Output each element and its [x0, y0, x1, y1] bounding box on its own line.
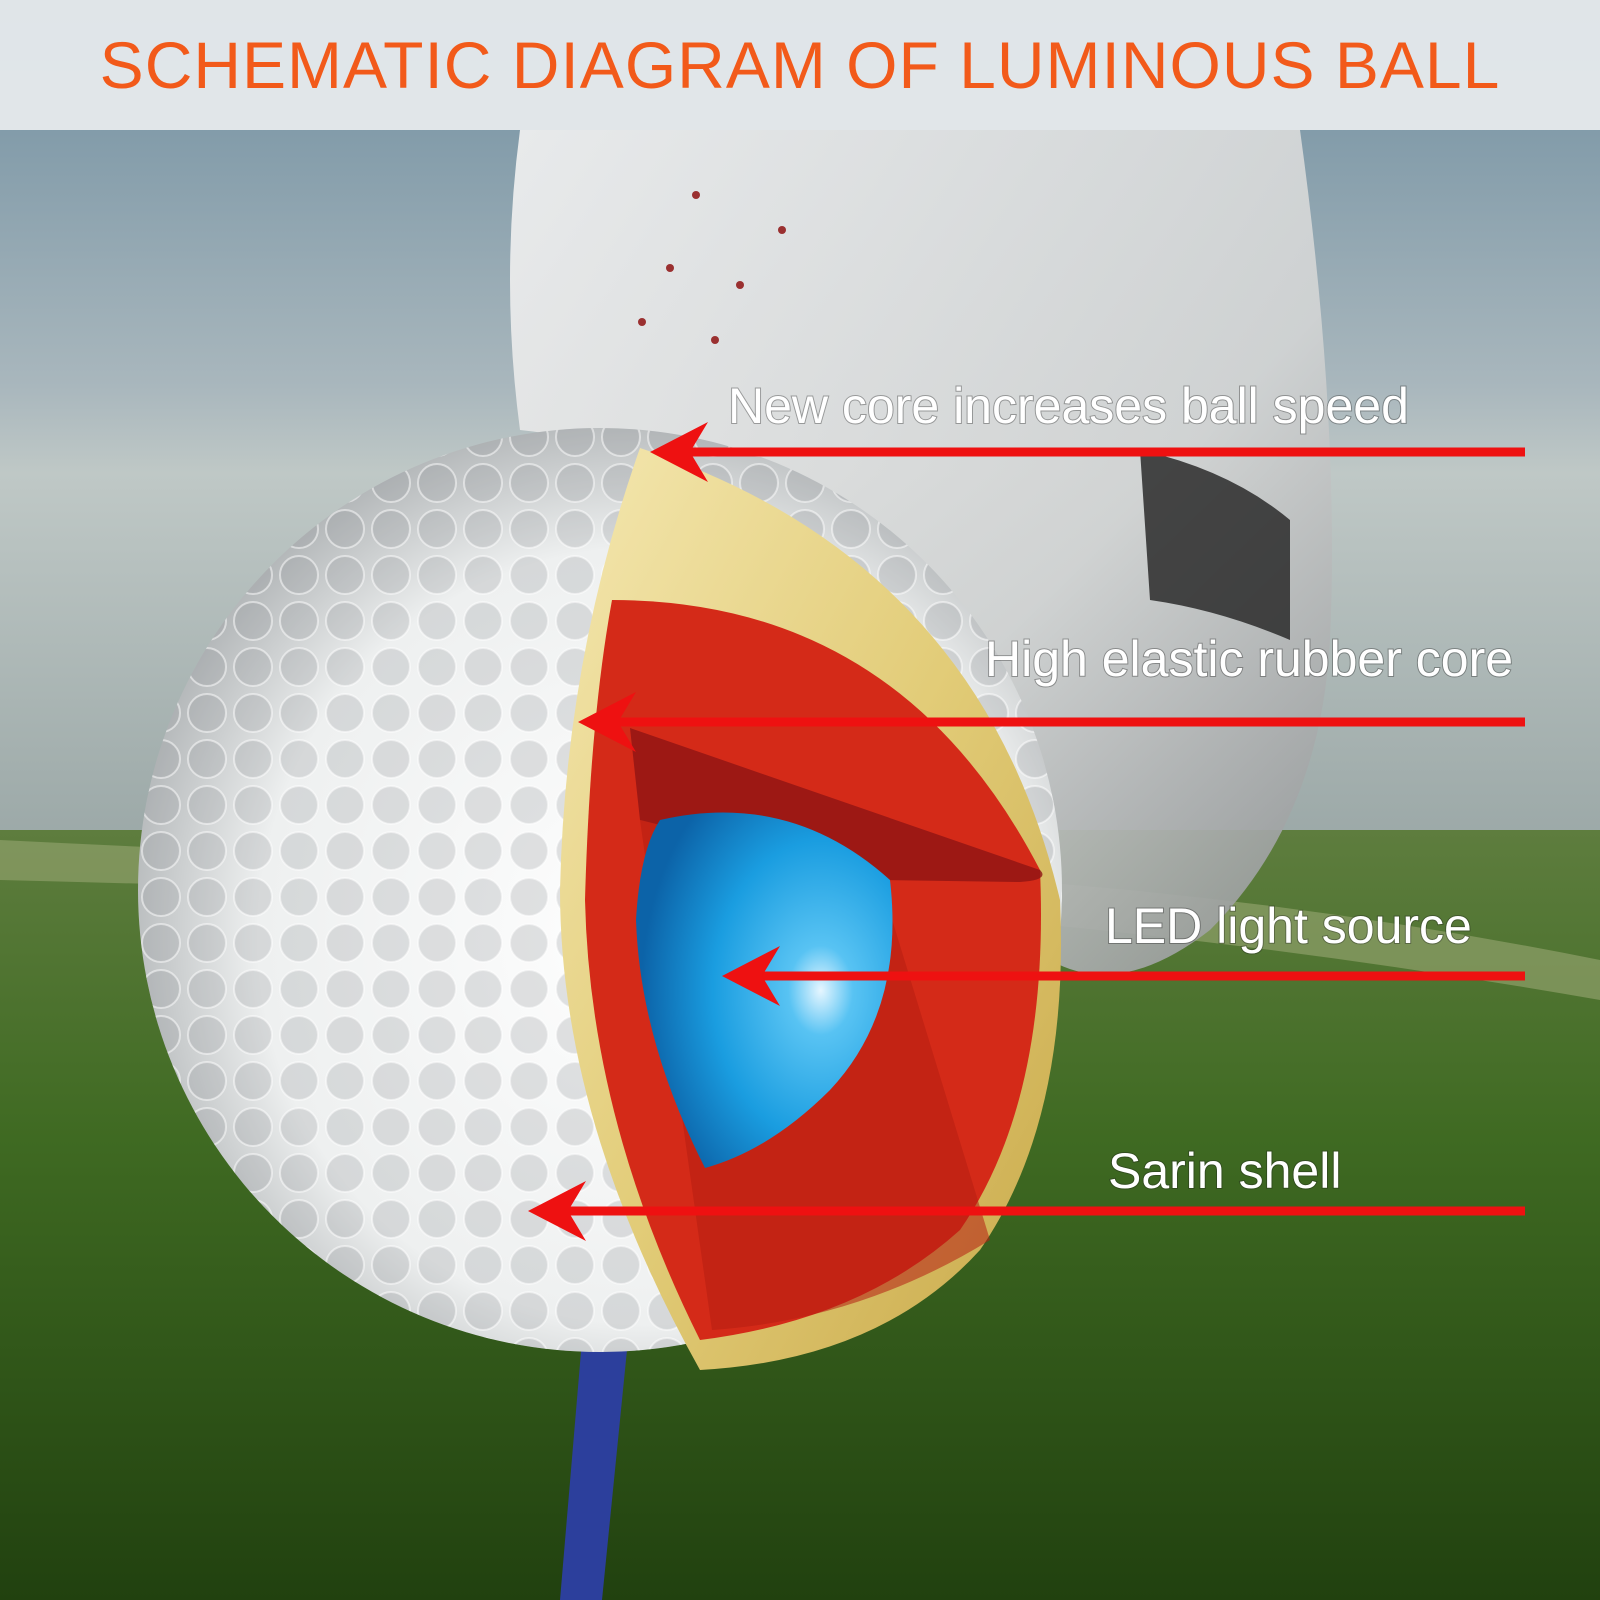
callout-labels: New core increases ball speed High elast…: [727, 377, 1514, 1200]
arrow-head-rubber-core: [578, 692, 636, 752]
callout-label-new-core: New core increases ball speed: [728, 378, 1409, 434]
callout-label-led: LED light source: [1105, 898, 1472, 954]
glove-perforations: [638, 191, 786, 344]
rubber-core-shadow: [630, 728, 1043, 882]
callout-label-shell: Sarin shell: [1108, 1143, 1341, 1199]
golf-tee: [560, 1340, 628, 1600]
diagram-title: SCHEMATIC DIAGRAM OF LUMINOUS BALL: [99, 28, 1501, 102]
arrow-head-new-core: [650, 422, 708, 482]
arrow-head-shell: [528, 1181, 586, 1241]
callout-label-rubber-core: High elastic rubber core: [985, 631, 1513, 687]
callout-arrows: [528, 422, 1525, 1241]
arrow-head-led: [722, 946, 780, 1006]
title-banner: SCHEMATIC DIAGRAM OF LUMINOUS BALL: [0, 0, 1600, 130]
glove-strap: [1140, 450, 1290, 640]
